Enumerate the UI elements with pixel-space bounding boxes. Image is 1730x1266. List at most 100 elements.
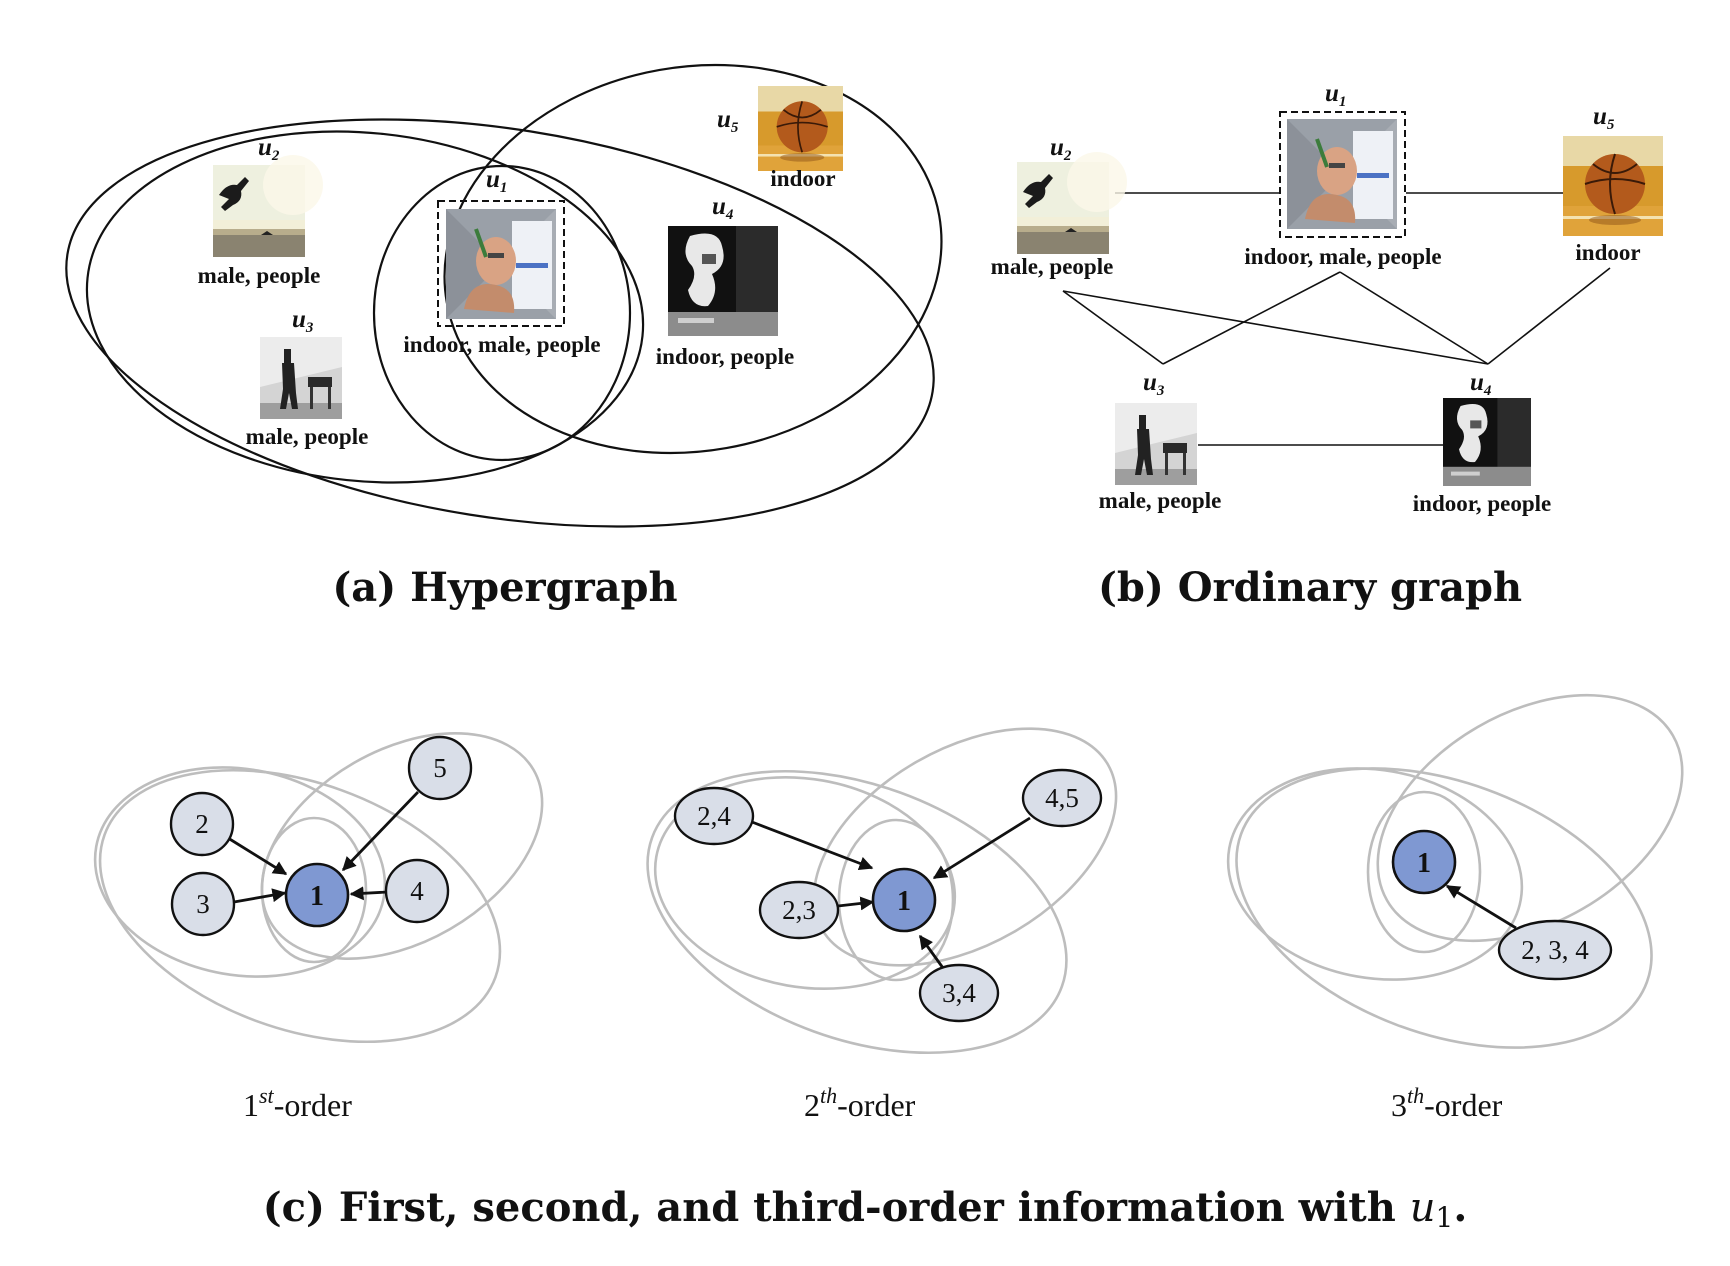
panel-hypergraph: u2 male, people u3 male, people u1 indoo…	[65, 63, 943, 611]
panel-ordinary-graph: u2 male, people u1 indoor, male, people …	[991, 80, 1664, 611]
node-label: 2,3	[782, 895, 816, 925]
u5-tags-b: indoor	[1575, 240, 1640, 265]
u2-tags-a: male, people	[198, 263, 321, 288]
hyperedge-large	[65, 118, 935, 528]
third-order-label: 3th-order	[1391, 1083, 1503, 1123]
u1-thumbnail-a	[444, 207, 558, 321]
hyperedge-c3-large	[1235, 767, 1653, 1049]
center-node: 1	[284, 862, 350, 928]
u4-label-b: u4	[1470, 369, 1492, 399]
hyperedge-left	[85, 130, 645, 484]
u4-tags-b: indoor, people	[1413, 491, 1551, 516]
hyperedge-c1-right	[260, 732, 544, 960]
neighbor-node: 4,5	[1021, 768, 1103, 828]
neighbor-node: 2	[169, 791, 235, 857]
arrow-c1-2	[227, 836, 288, 876]
arrow-c3-234	[1445, 884, 1517, 930]
u2-label-b: u2	[1050, 134, 1072, 164]
center-label: 1	[310, 881, 324, 912]
arrow-c1-4	[349, 886, 389, 901]
u3-thumbnail-b	[1115, 403, 1197, 485]
edge-u1-u4	[1339, 271, 1489, 365]
edge-u1-u3	[1162, 271, 1341, 365]
center-node: 1	[1391, 829, 1457, 895]
neighbor-node: 3,4	[918, 963, 1000, 1023]
second-order-diagram: 2,4 2,3 4,5 3,4 1 2th-order	[646, 727, 1118, 1123]
u1-label-a: u1	[486, 166, 507, 196]
u5-tags-a: indoor	[770, 166, 835, 191]
neighbor-node: 2,3	[758, 880, 840, 940]
node-label: 2, 3, 4	[1521, 935, 1589, 965]
u4-thumbnail-b	[1443, 398, 1531, 486]
arrow-c2-23	[837, 896, 875, 911]
hyperedge-c3-left	[1226, 767, 1524, 981]
hyperedge-c2-large	[646, 769, 1068, 1055]
neighbor-node: 2, 3, 4	[1497, 919, 1613, 981]
node-label: 2,4	[697, 801, 731, 831]
u2-label-a: u2	[258, 134, 280, 164]
edge-u2-u4	[1062, 290, 1489, 365]
arrow-c1-3	[233, 888, 287, 904]
u4-label-a: u4	[712, 193, 734, 223]
u1-highlight-box-b	[1279, 111, 1406, 238]
u3-label-b: u3	[1143, 369, 1165, 399]
panel-order-information: 2 3 5 4 1 1st-order	[93, 693, 1684, 1234]
center-node: 1	[871, 867, 937, 933]
u1-thumbnail-b	[1285, 117, 1399, 231]
u3-node-b: u3 male, people	[1099, 369, 1222, 513]
u5-node-a: u5 indoor	[717, 85, 844, 191]
hyperedge-c1-large	[98, 768, 502, 1044]
u5-label-a: u5	[717, 106, 739, 136]
second-order-label: 2th-order	[804, 1083, 916, 1123]
hyperedge-c3-right	[1376, 693, 1684, 943]
center-label: 1	[897, 886, 911, 917]
hyperedges-a	[65, 63, 943, 528]
third-order-diagram: 2, 3, 4 1 3th-order	[1226, 693, 1684, 1123]
first-order-diagram: 2 3 5 4 1 1st-order	[93, 732, 544, 1123]
u3-tags-b: male, people	[1099, 488, 1222, 513]
node-label: 4	[410, 876, 424, 906]
hyperedge-c3-inner	[1366, 790, 1482, 954]
node-label: 2	[195, 809, 209, 839]
arrow-c1-5	[341, 791, 420, 872]
u2-tags-b: male, people	[991, 254, 1114, 279]
neighbor-node: 2,4	[673, 786, 755, 846]
u4-thumbnail-a	[668, 226, 778, 336]
caption-c: (c) First, second, and third-order infor…	[263, 1184, 1468, 1234]
u1-node-a: u1 indoor, male, people	[403, 166, 600, 357]
arrow-c2-24	[751, 820, 874, 871]
node-label: 3	[196, 889, 210, 919]
edge-u2-u3	[1062, 290, 1164, 365]
center-label: 1	[1417, 848, 1431, 879]
hyperedge-inner	[372, 164, 632, 462]
u4-tags-a: indoor, people	[656, 344, 794, 369]
u3-thumbnail-a	[260, 337, 342, 419]
neighbor-node: 3	[170, 871, 236, 937]
u1-node-b: u1 indoor, male, people	[1244, 80, 1441, 269]
u1-tags-b: indoor, male, people	[1244, 244, 1441, 269]
u5-thumbnail-a	[757, 85, 844, 172]
arrow-c2-34	[918, 934, 945, 969]
u5-thumbnail-b	[1562, 135, 1664, 237]
caption-b: (b) Ordinary graph	[1098, 564, 1522, 611]
u5-node-b: u5 indoor	[1562, 103, 1664, 265]
u4-node-a: u4 indoor, people	[656, 193, 794, 369]
u1-label-b: u1	[1325, 80, 1346, 110]
u2-thumbnail-a	[213, 155, 323, 257]
edge-u5-u4	[1487, 267, 1611, 365]
u1-tags-a: indoor, male, people	[403, 332, 600, 357]
u3-label-a: u3	[292, 306, 314, 336]
u2-thumbnail-b	[1017, 152, 1127, 254]
hyperedge-c2-inner	[837, 818, 955, 982]
hyperedge-c1-inner	[260, 816, 368, 964]
first-order-label: 1st-order	[243, 1083, 352, 1123]
neighbor-node: 5	[407, 735, 473, 801]
u3-node-a: u3 male, people	[246, 306, 369, 449]
u4-node-b: u4 indoor, people	[1413, 369, 1551, 516]
u3-tags-a: male, people	[246, 424, 369, 449]
u1-highlight-box-a	[437, 200, 565, 327]
node-label: 3,4	[942, 978, 976, 1008]
edges-b	[1062, 192, 1611, 446]
node-label: 5	[433, 753, 447, 783]
